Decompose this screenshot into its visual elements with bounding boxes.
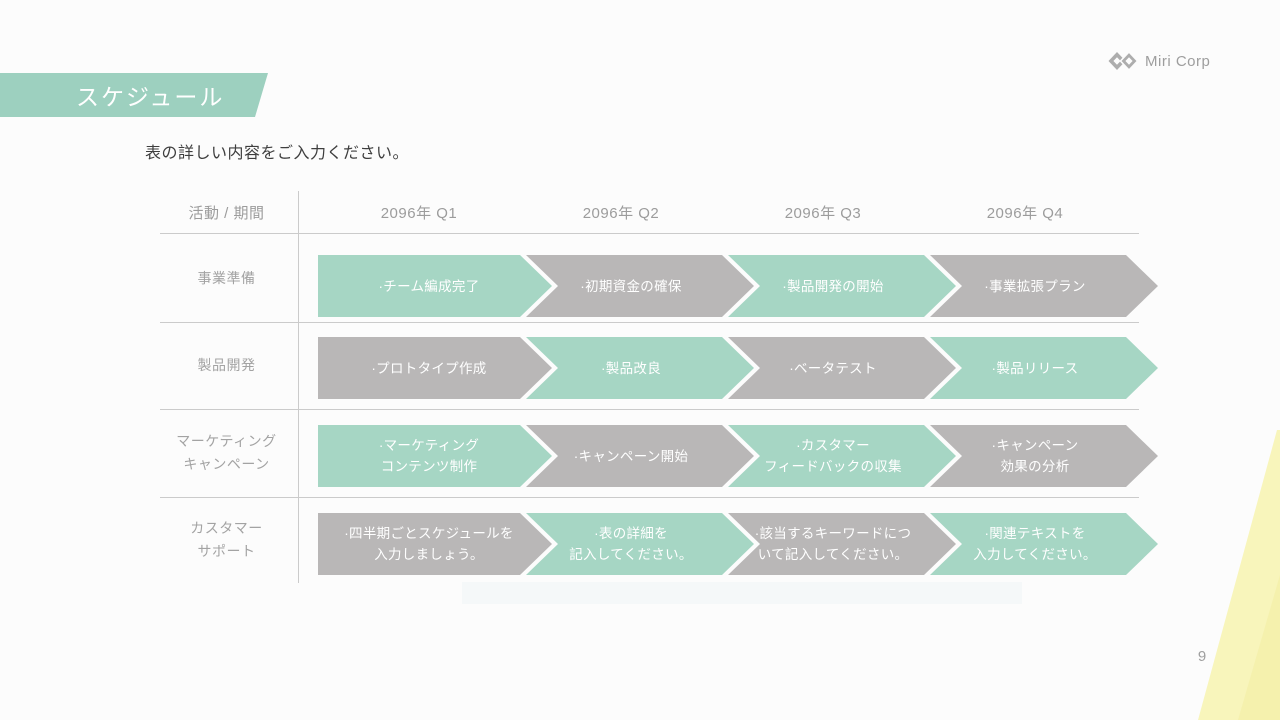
table-row-divider [160, 322, 1139, 323]
row-label-line: マーケティング [176, 433, 277, 449]
arrow-label-line: ·四半期ごとスケジュールを [344, 526, 514, 541]
timeline-arrow-label: ·事業拡張プラン [930, 255, 1158, 317]
timeline-arrow: ·四半期ごとスケジュールを入力しましょう。 [318, 513, 552, 575]
timeline-arrow: ·ベータテスト [728, 337, 956, 399]
slide-subtitle: 表の詳しい内容をご入力ください。 [145, 145, 410, 162]
double-diamond-icon [1108, 51, 1138, 71]
timeline-arrow: ·関連テキストを入力してください。 [930, 513, 1158, 575]
timeline-arrow: ·カスタマーフィードバックの収集 [728, 425, 956, 487]
arrow-label-line: ·関連テキストを [984, 526, 1086, 541]
timeline-arrow: ·製品開発の開始 [728, 255, 956, 317]
timeline-arrow-label: ·製品開発の開始 [728, 255, 956, 317]
timeline-arrow-label: ·キャンペーン開始 [526, 425, 754, 487]
timeline-arrow-label: ·四半期ごとスケジュールを入力しましょう。 [318, 513, 552, 575]
arrow-label-line: 入力してください。 [973, 547, 1097, 562]
timeline-arrow: ·キャンペーン効果の分析 [930, 425, 1158, 487]
timeline-arrow-label: ·表の詳細を記入してください。 [526, 513, 754, 575]
company-logo: Miri Corp [1108, 51, 1210, 71]
timeline-arrow-label: ·チーム編成完了 [318, 255, 552, 317]
timeline-arrow: ·キャンペーン開始 [526, 425, 754, 487]
row-label: 事業準備 [160, 234, 293, 322]
row-label-line: カスタマー [190, 520, 263, 536]
arrow-label-line: ·製品リリース [991, 360, 1079, 376]
header-cell-quarter: 2096年 Q1 [380, 204, 458, 222]
arrow-label-line: 効果の分析 [1000, 459, 1070, 474]
row-label: マーケティングキャンペーン [160, 409, 293, 497]
table-row-divider [160, 409, 1139, 410]
arrow-label-line: コンテンツ制作 [380, 459, 478, 474]
timeline-arrow: ·該当するキーワードについて記入してください。 [728, 513, 956, 575]
header-cell-quarter: 2096年 Q3 [784, 204, 862, 222]
title-banner: スケジュール [0, 73, 268, 117]
header-cell-quarter: 2096年 Q4 [986, 204, 1064, 222]
timeline-arrow-label: ·製品改良 [526, 337, 754, 399]
arrow-label-line: ·チーム編成完了 [378, 278, 480, 294]
background-artifact-strip [462, 582, 1022, 604]
timeline-arrow-label: ·マーケティングコンテンツ制作 [318, 425, 552, 487]
timeline-arrow-label: ·該当するキーワードについて記入してください。 [728, 513, 956, 575]
arrow-label-line: ·表の詳細を [594, 526, 668, 541]
arrow-label-line: ·カスタマー [796, 438, 870, 453]
timeline-arrow: ·事業拡張プラン [930, 255, 1158, 317]
timeline-arrow-label: ·プロトタイプ作成 [318, 337, 552, 399]
arrow-label-line: ·製品改良 [601, 360, 661, 376]
timeline-arrow: ·表の詳細を記入してください。 [526, 513, 754, 575]
timeline-arrow-label: ·キャンペーン効果の分析 [930, 425, 1158, 487]
page-number: 9 [1197, 648, 1207, 665]
timeline-arrow: ·製品改良 [526, 337, 754, 399]
arrow-label-line: ·ベータテスト [789, 360, 877, 376]
arrow-label-line: ·プロトタイプ作成 [371, 360, 487, 376]
arrow-label-line: ·該当するキーワードにつ [754, 526, 912, 541]
header-cell-activity-period: 活動 / 期間 [188, 204, 265, 222]
row-label-line: 製品開発 [197, 357, 256, 373]
row-label: カスタマーサポート [160, 497, 293, 583]
timeline-arrow: ·製品リリース [930, 337, 1158, 399]
table-row-divider [160, 233, 1139, 234]
timeline-arrow-label: ·カスタマーフィードバックの収集 [728, 425, 956, 487]
row-label: 製品開発 [160, 322, 293, 409]
page-title: スケジュール [76, 84, 225, 110]
arrow-label-line: ·キャンペーン [991, 438, 1079, 453]
row-label-line: キャンペーン [183, 456, 270, 472]
timeline-arrow-label: ·製品リリース [930, 337, 1158, 399]
header-cell-quarter: 2096年 Q2 [582, 204, 660, 222]
table-vertical-divider [298, 191, 299, 583]
timeline-arrow-label: ·関連テキストを入力してください。 [930, 513, 1158, 575]
arrow-label-line: ·キャンペーン開始 [573, 448, 689, 464]
arrow-label-line: ·製品開発の開始 [782, 278, 884, 294]
timeline-arrow-label: ·ベータテスト [728, 337, 956, 399]
timeline-arrow-label: ·初期資金の確保 [526, 255, 754, 317]
table-row-divider [160, 497, 1139, 498]
row-label-line: 事業準備 [197, 269, 256, 286]
timeline-arrow: ·マーケティングコンテンツ制作 [318, 425, 552, 487]
logo-text: Miri Corp [1145, 52, 1211, 70]
arrow-label-line: ·マーケティング [378, 438, 480, 453]
timeline-arrow: ·チーム編成完了 [318, 255, 552, 317]
timeline-arrow: ·プロトタイプ作成 [318, 337, 552, 399]
arrow-label-line: 入力しましょう。 [374, 547, 484, 562]
timeline-arrow: ·初期資金の確保 [526, 255, 754, 317]
arrow-label-line: 記入してください。 [569, 547, 693, 562]
arrow-label-line: いて記入してください。 [757, 547, 909, 562]
arrow-label-line: ·初期資金の確保 [580, 278, 682, 294]
arrow-label-line: ·事業拡張プラン [984, 278, 1086, 294]
row-label-line: サポート [197, 543, 256, 559]
arrow-label-line: フィードバックの収集 [764, 459, 902, 474]
